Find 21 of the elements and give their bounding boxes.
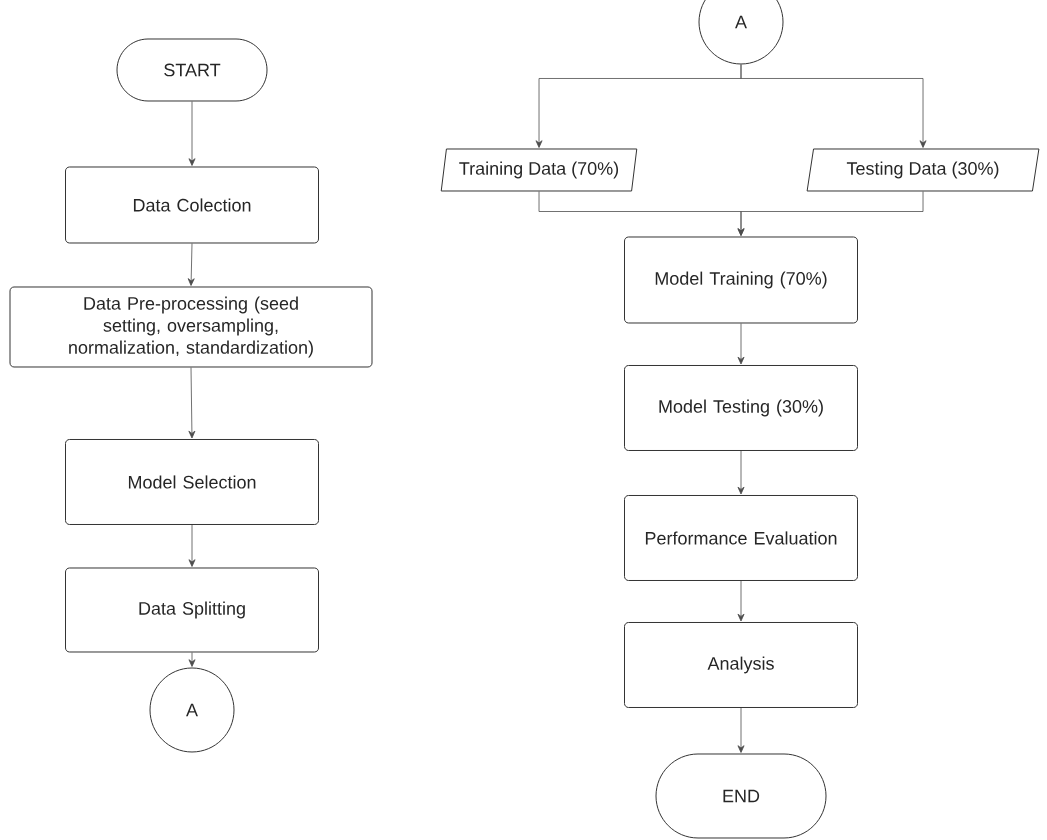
arrow [188,524,196,567]
arrow [737,191,924,236]
data-parallelogram: Testing Data (30%) [806,148,1040,192]
process-box: Data Pre-processing (seed setting, oversampling, normalization, standardization) [9,286,373,368]
process-box: Data Colection [65,166,319,244]
process-box: Model Training (70%) [624,236,858,324]
arrow [737,450,745,495]
arrow [187,243,195,286]
process-box: Data Splitting [65,567,319,653]
arrow [737,707,745,753]
process-box: Analysis [624,622,858,708]
process-box: Performance Evaluation [624,495,858,581]
process-box: Model Testing (30%) [624,365,858,451]
data-parallelogram: Training Data (70%) [440,148,638,192]
process-box: Model Selection [65,439,319,525]
arrow [740,64,927,148]
arrow [188,652,196,667]
arrow [188,101,196,166]
arrow [737,323,745,365]
arrow [737,580,745,622]
arrow [188,367,196,439]
